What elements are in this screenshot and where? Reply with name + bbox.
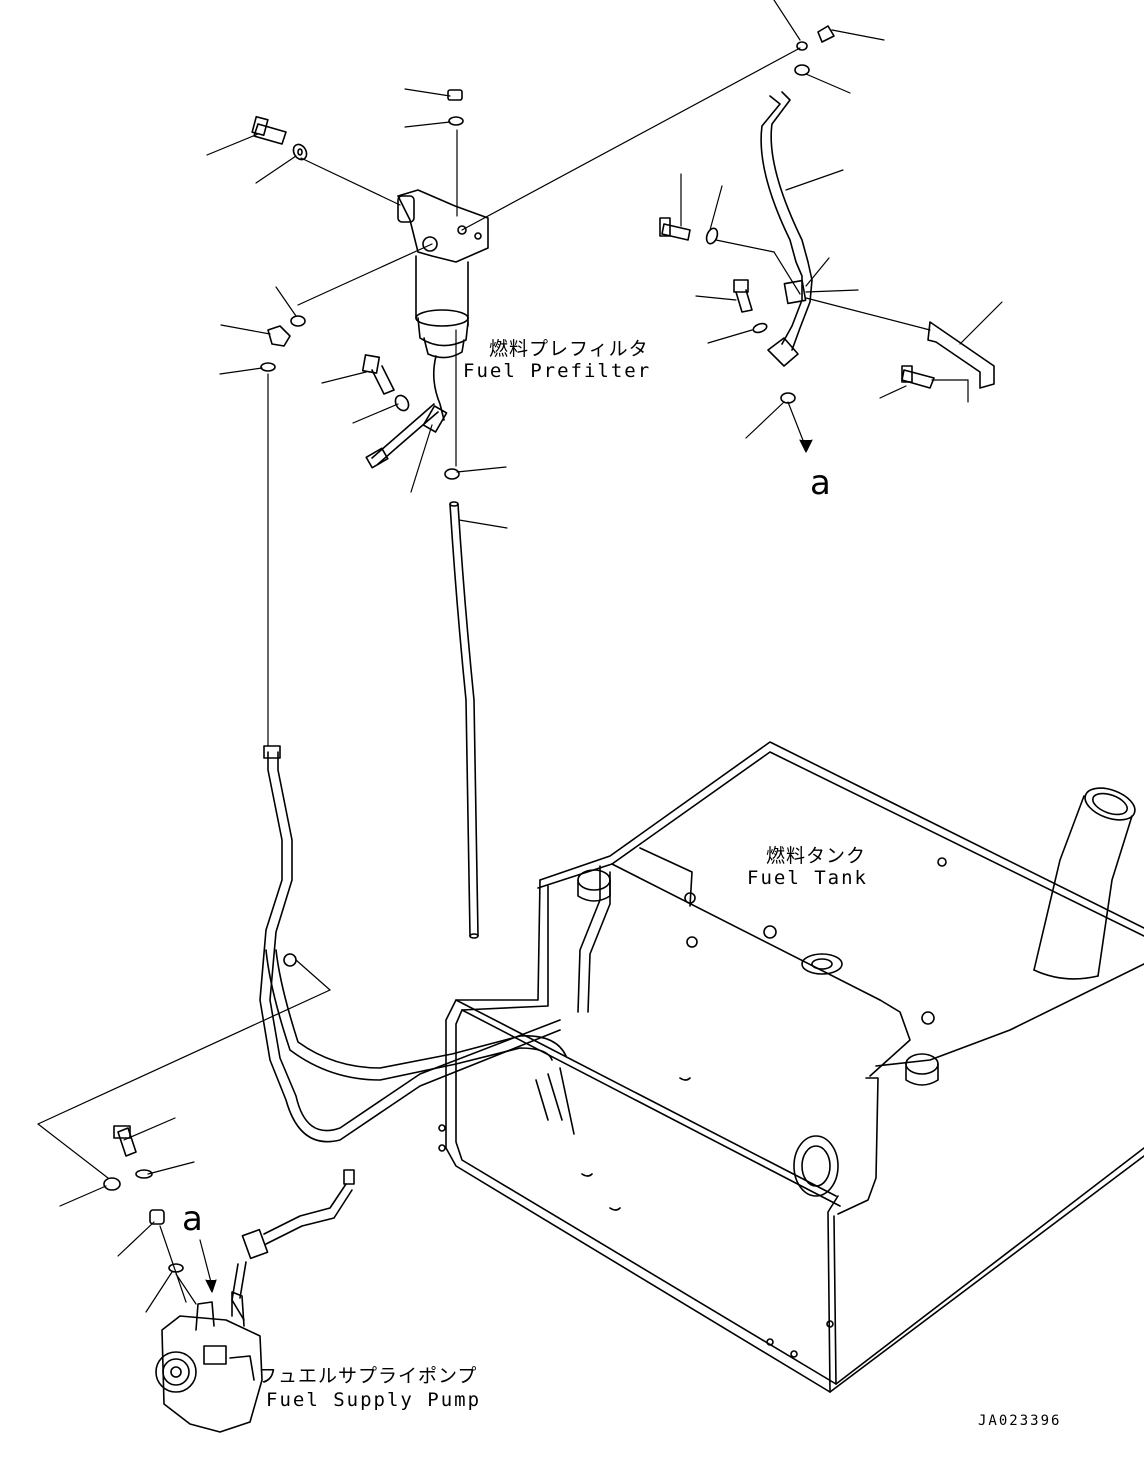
pump-label-en: Fuel Supply Pump — [266, 1389, 482, 1411]
leader-lines — [37, 0, 1003, 1313]
prefilter-label-jp: 燃料プレフィルタ — [489, 338, 649, 360]
return-hose-assembly — [659, 25, 995, 404]
tank-label-jp: 燃料タンク — [766, 845, 867, 867]
prefilter-label-en: Fuel Prefilter — [463, 360, 652, 382]
fuel-tank — [438, 741, 1144, 1393]
tank-label-en: Fuel Tank — [747, 867, 868, 889]
prefilter-fittings — [251, 89, 479, 939]
fuel-prefilter — [365, 189, 489, 469]
drawing-code: JA023396 — [978, 1413, 1062, 1429]
reference-a-lower: a — [182, 1199, 203, 1239]
reference-a-upper: a — [810, 463, 831, 503]
supply-hose — [259, 745, 575, 1143]
pump-label-jp: フュエルサプライポンプ — [258, 1365, 478, 1387]
fuel-supply-pump — [103, 1125, 355, 1433]
